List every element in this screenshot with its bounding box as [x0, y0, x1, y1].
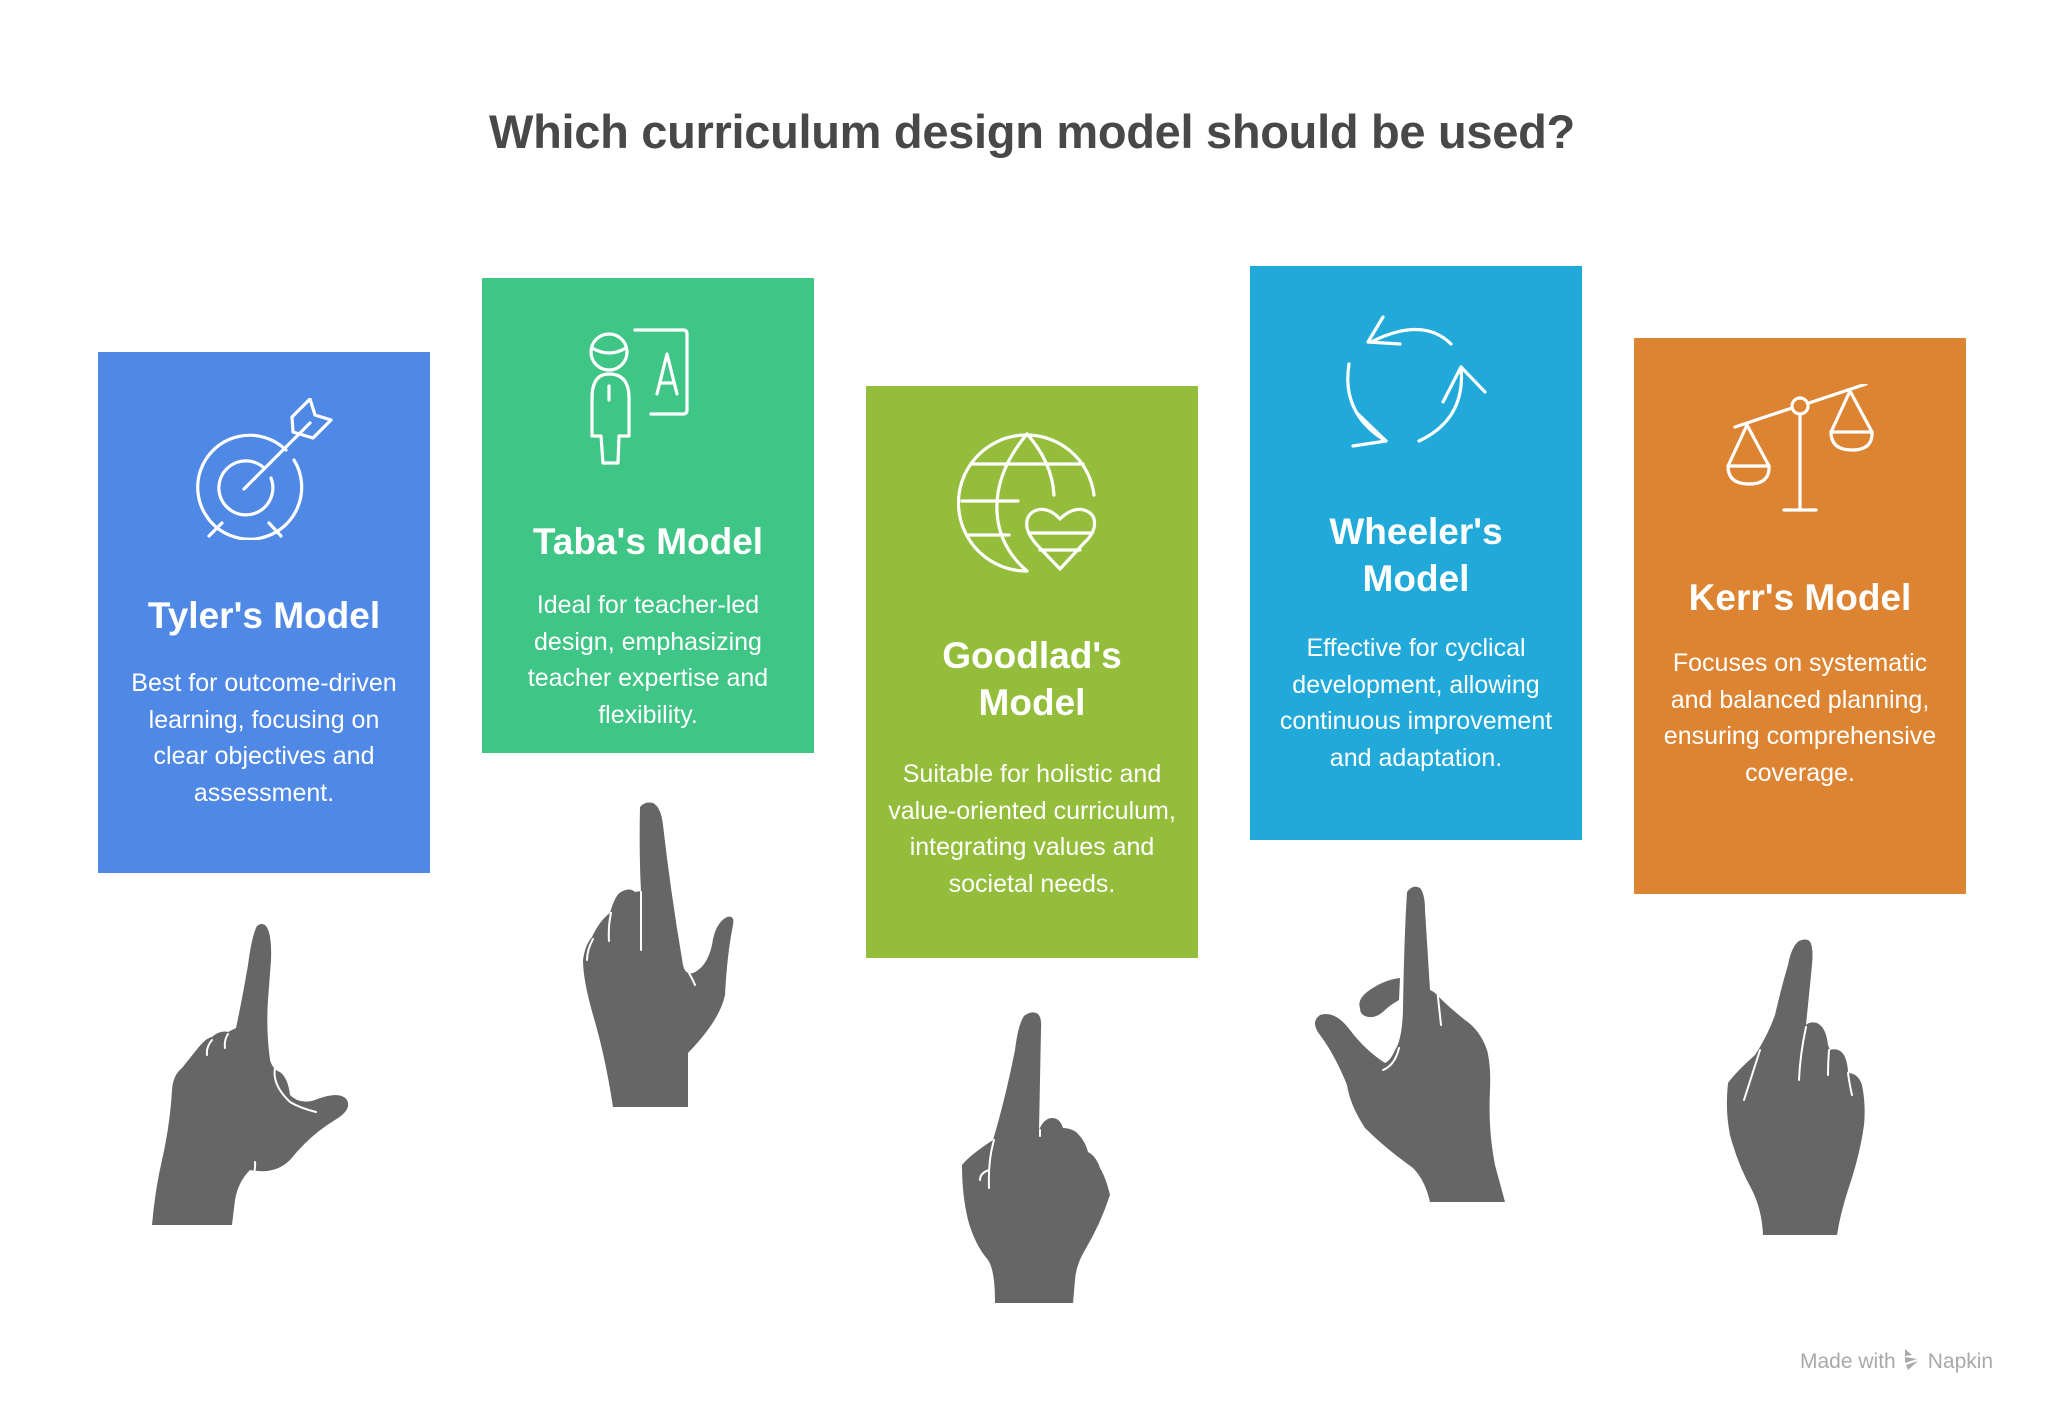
watermark-brand: Napkin [1927, 1350, 1994, 1373]
balance-scale-icon [1725, 384, 1875, 526]
watermark-prefix: Made with [1800, 1350, 1896, 1373]
card-goodlad-model: Goodlad's Model Suitable for holistic an… [866, 386, 1198, 958]
card-taba-model: Taba's Model Ideal for teacher-led desig… [482, 278, 814, 753]
card-description: Effective for cyclical development, allo… [1279, 634, 1553, 772]
card-title: Taba's Model [532, 521, 764, 562]
page-title: Which curriculum design model should be … [489, 105, 1575, 158]
card-description: Ideal for teacher-led design, emphasizin… [527, 591, 769, 729]
card-wheeler-model: Wheeler's Model Effective for cyclical d… [1250, 266, 1582, 840]
napkin-logo-icon [1902, 1347, 1922, 1377]
card-description: Best for outcome-driven learning, focusi… [131, 669, 397, 807]
card-title: Kerr's Model [1688, 577, 1912, 618]
target-arrow-icon [189, 398, 339, 540]
pointing-hand-icon [140, 920, 360, 1232]
card-kerr-model: Kerr's Model Focuses on systematic and b… [1634, 338, 1966, 894]
pointing-hand-icon [575, 795, 745, 1115]
card-title: Goodlad's Model [942, 635, 1122, 723]
card-description: Focuses on systematic and balanced plann… [1663, 649, 1937, 787]
pointing-hand-icon [1305, 880, 1515, 1210]
card-description: Suitable for holistic and value-oriented… [888, 760, 1176, 898]
pointing-hand-icon [960, 1010, 1120, 1310]
watermark: Made with Napkin [1800, 1347, 1993, 1377]
card-title: Wheeler's Model [1329, 511, 1503, 599]
pointing-hand-icon [1720, 935, 1870, 1240]
teacher-board-icon [573, 328, 723, 470]
cycle-arrows-icon [1341, 314, 1491, 456]
card-tyler-model: Tyler's Model Best for outcome-driven le… [98, 352, 430, 873]
globe-heart-icon [957, 432, 1107, 574]
card-title: Tyler's Model [147, 595, 381, 636]
